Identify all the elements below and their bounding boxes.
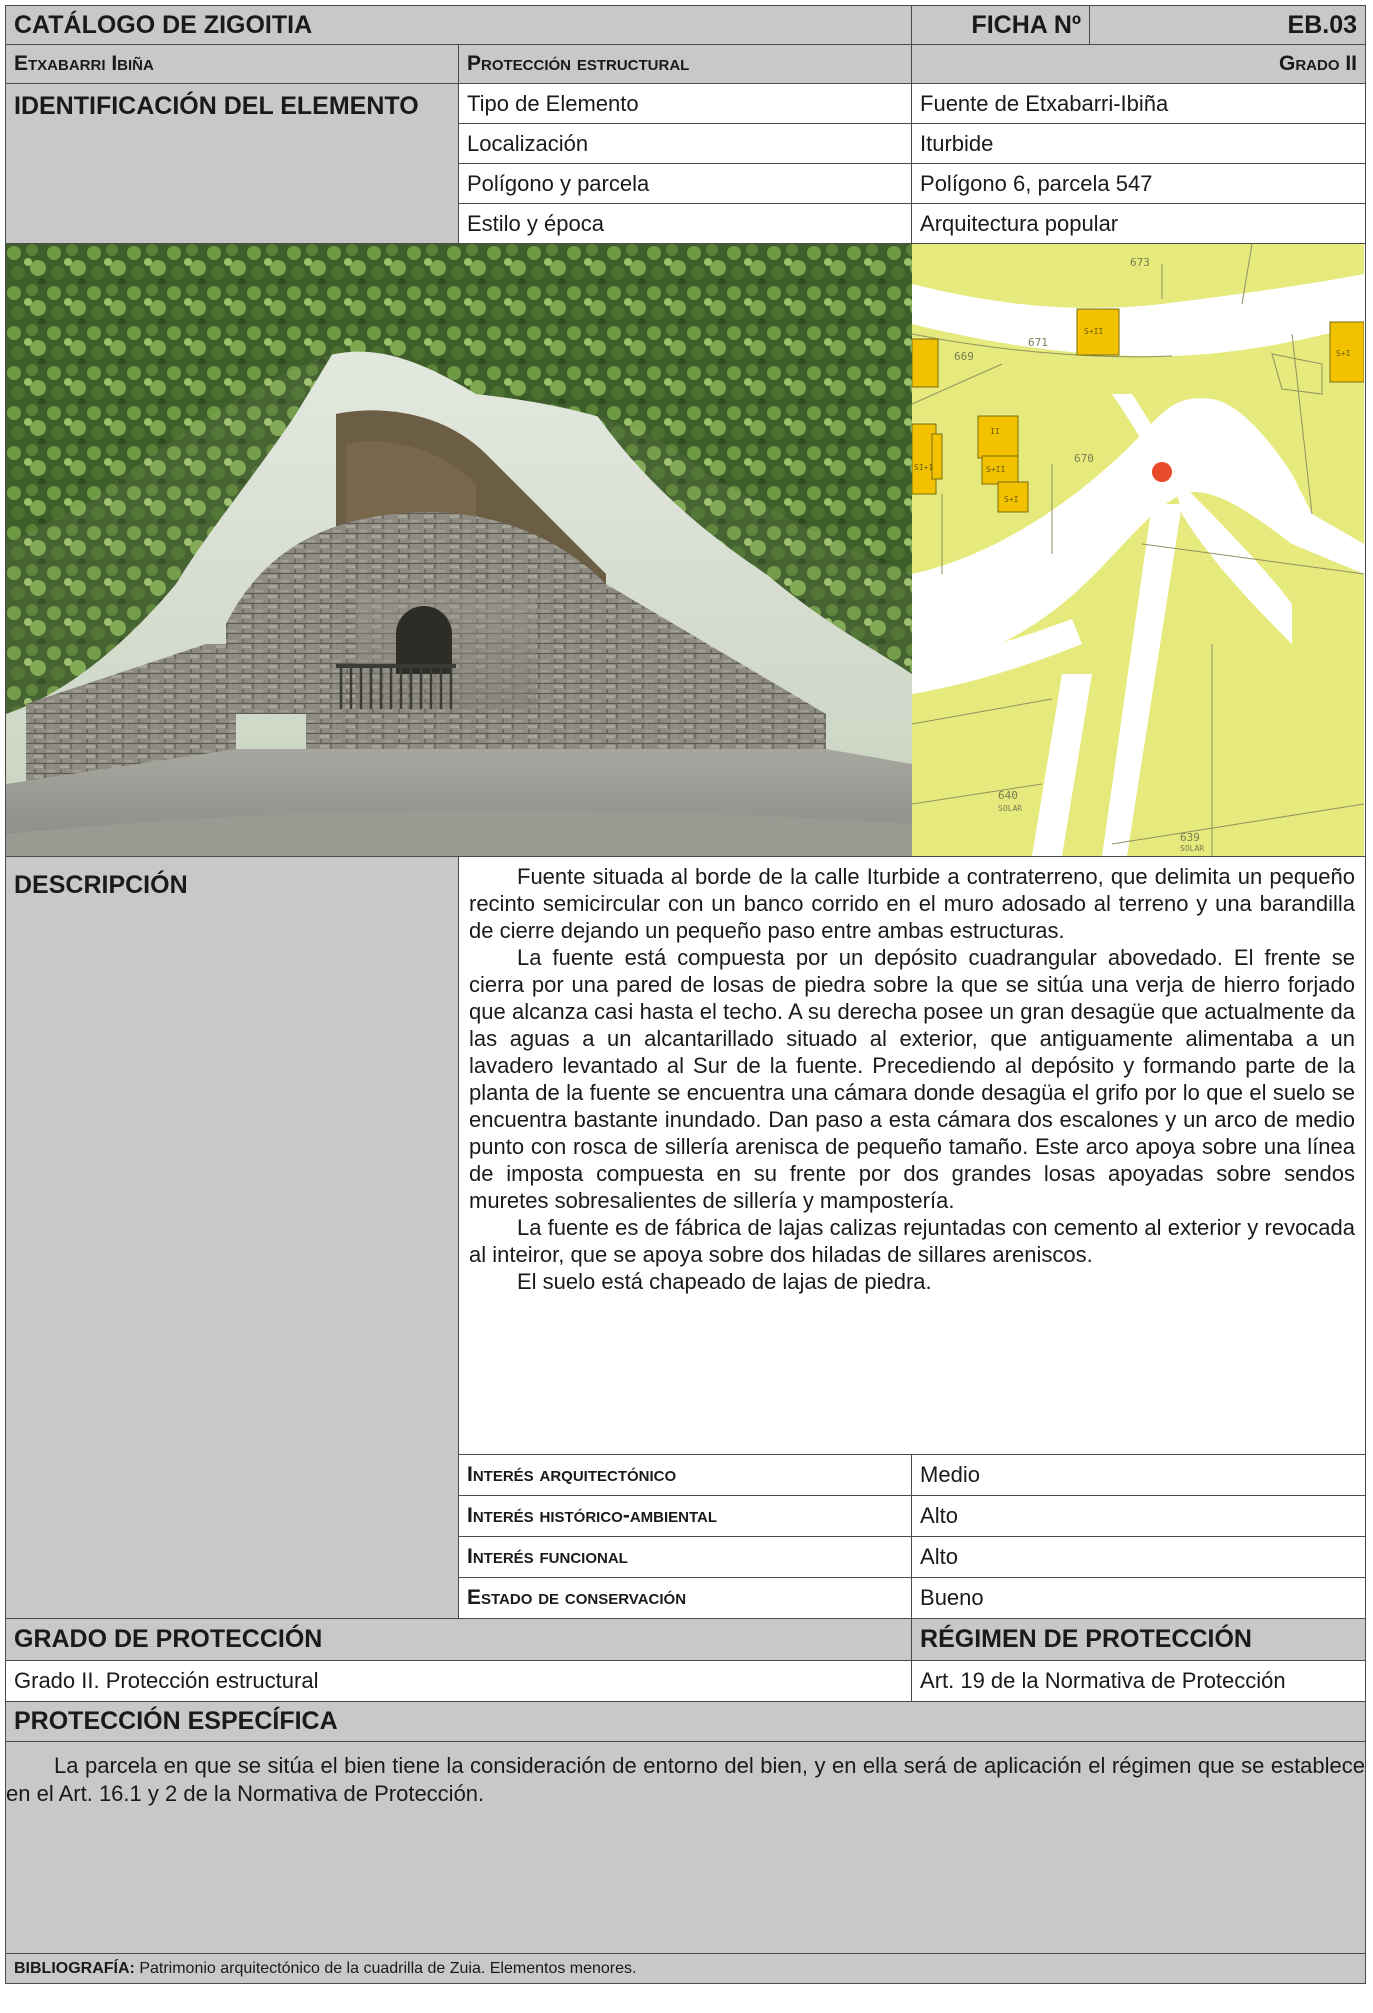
description-paragraph: La fuente está compuesta por un depósito… (469, 945, 1356, 1213)
map-parcel-label: 639 (1180, 831, 1200, 844)
interest-label: Interés histórico-ambiental (457, 1495, 913, 1537)
description-paragraph: La fuente es de fábrica de lajas calizas… (469, 1215, 1356, 1267)
interest-value: Alto (911, 1495, 1367, 1537)
map-building-label: S+II (986, 465, 1005, 474)
description-heading: DESCRIPCIÓN (5, 856, 459, 1619)
location-name: Etxabarri Ibiña (5, 44, 459, 84)
map-building-label: S+II (1084, 327, 1103, 336)
catalog-sheet: CATÁLOGO DE ZIGOITIA FICHA Nº EB.03 Etxa… (4, 5, 1367, 2008)
identification-label: Localización (457, 123, 913, 164)
interest-value: Medio (911, 1454, 1367, 1496)
identification-heading: IDENTIFICACIÓN DEL ELEMENTO (5, 83, 459, 244)
image-row: 673 671 669 670 640 SOLAR 639 SOLAR S+II… (4, 243, 1367, 857)
location-map: 673 671 669 670 640 SOLAR 639 SOLAR S+II… (912, 244, 1364, 856)
catalog-title: CATÁLOGO DE ZIGOITIA (4, 5, 913, 45)
description-paragraph: El suelo está chapeado de lajas de piedr… (517, 1269, 932, 1294)
map-building-label: SI+I (914, 463, 933, 472)
bibliography-text: Patrimonio arquitectónico de la cuadrill… (139, 1959, 637, 1977)
protection-grade: Grado II (911, 44, 1367, 84)
identification-label: Estilo y época (457, 203, 913, 244)
protection-type: Protección estructural (457, 44, 913, 84)
identification-value: Fuente de Etxabarri-Ibiña (911, 83, 1367, 124)
identification-value: Iturbide (911, 123, 1367, 164)
fountain-photo (6, 244, 912, 856)
map-solar-label: SOLAR (1180, 844, 1204, 853)
map-parcel-label: 670 (1074, 452, 1094, 465)
map-building-label: S+I (1336, 349, 1351, 358)
map-parcel-label: 669 (954, 350, 974, 363)
specific-text: La parcela en que se sitúa el bien tiene… (6, 1753, 1366, 1806)
interest-value: Alto (911, 1536, 1367, 1578)
ficha-number: EB.03 (1089, 5, 1367, 45)
specific-heading: PROTECCIÓN ESPECÍFICA (4, 1701, 1367, 1742)
specific-body: La parcela en que se sitúa el bien tiene… (4, 1741, 1367, 1954)
interest-value: Bueno (911, 1577, 1367, 1619)
interest-label: Interés funcional (457, 1536, 913, 1578)
map-parcel-label: 671 (1028, 336, 1048, 349)
grade-heading: GRADO DE PROTECCIÓN (4, 1618, 913, 1661)
map-parcel-label: 640 (998, 789, 1018, 802)
bibliography-label: BIBLIOGRAFÍA: (14, 1959, 135, 1977)
map-building-label: S+I (1004, 495, 1019, 504)
regime-heading: RÉGIMEN DE PROTECCIÓN (911, 1618, 1367, 1661)
map-solar-label: SOLAR (998, 804, 1022, 813)
catalog-table: CATÁLOGO DE ZIGOITIA FICHA Nº EB.03 Etxa… (4, 5, 1367, 1984)
map-parcel-label: 673 (1130, 256, 1150, 269)
regime-value: Art. 19 de la Normativa de Protección (911, 1660, 1367, 1702)
description-body: Fuente situada al borde de la calle Itur… (457, 856, 1367, 1455)
identification-value: Polígono 6, parcela 547 (911, 163, 1367, 204)
grade-value: Grado II. Protección estructural (4, 1660, 913, 1702)
interest-label: Interés arquitectónico (457, 1454, 913, 1496)
location-marker-icon (1152, 462, 1172, 482)
identification-label: Polígono y parcela (457, 163, 913, 204)
map-building-label: II (990, 427, 1000, 436)
bibliography: BIBLIOGRAFÍA: Patrimonio arquitectónico … (4, 1953, 1367, 1984)
identification-label: Tipo de Elemento (457, 83, 913, 124)
interest-label: Estado de conservación (457, 1577, 913, 1619)
identification-value: Arquitectura popular (911, 203, 1367, 244)
ficha-label: FICHA Nº (911, 5, 1091, 45)
description-paragraph: Fuente situada al borde de la calle Itur… (469, 864, 1356, 943)
